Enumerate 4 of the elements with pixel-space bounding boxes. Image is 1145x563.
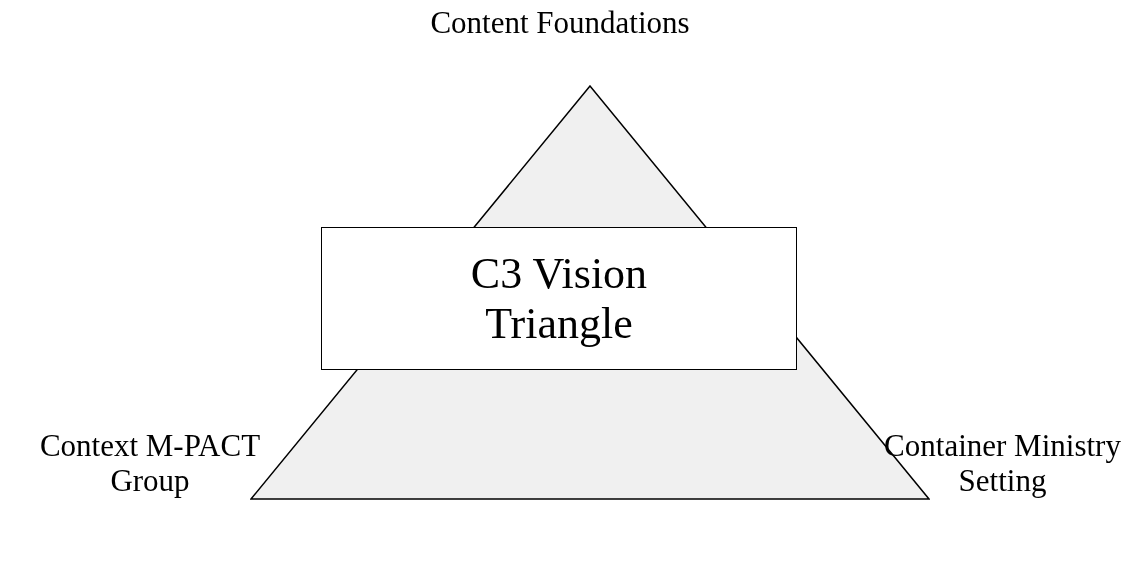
corner-label: Container Ministry Setting [883,428,1122,498]
corner-label: Context M-PACT Group [38,428,262,498]
box-title: C3 Vision Triangle [469,248,649,349]
corner-label: Content Foundations [429,5,691,40]
